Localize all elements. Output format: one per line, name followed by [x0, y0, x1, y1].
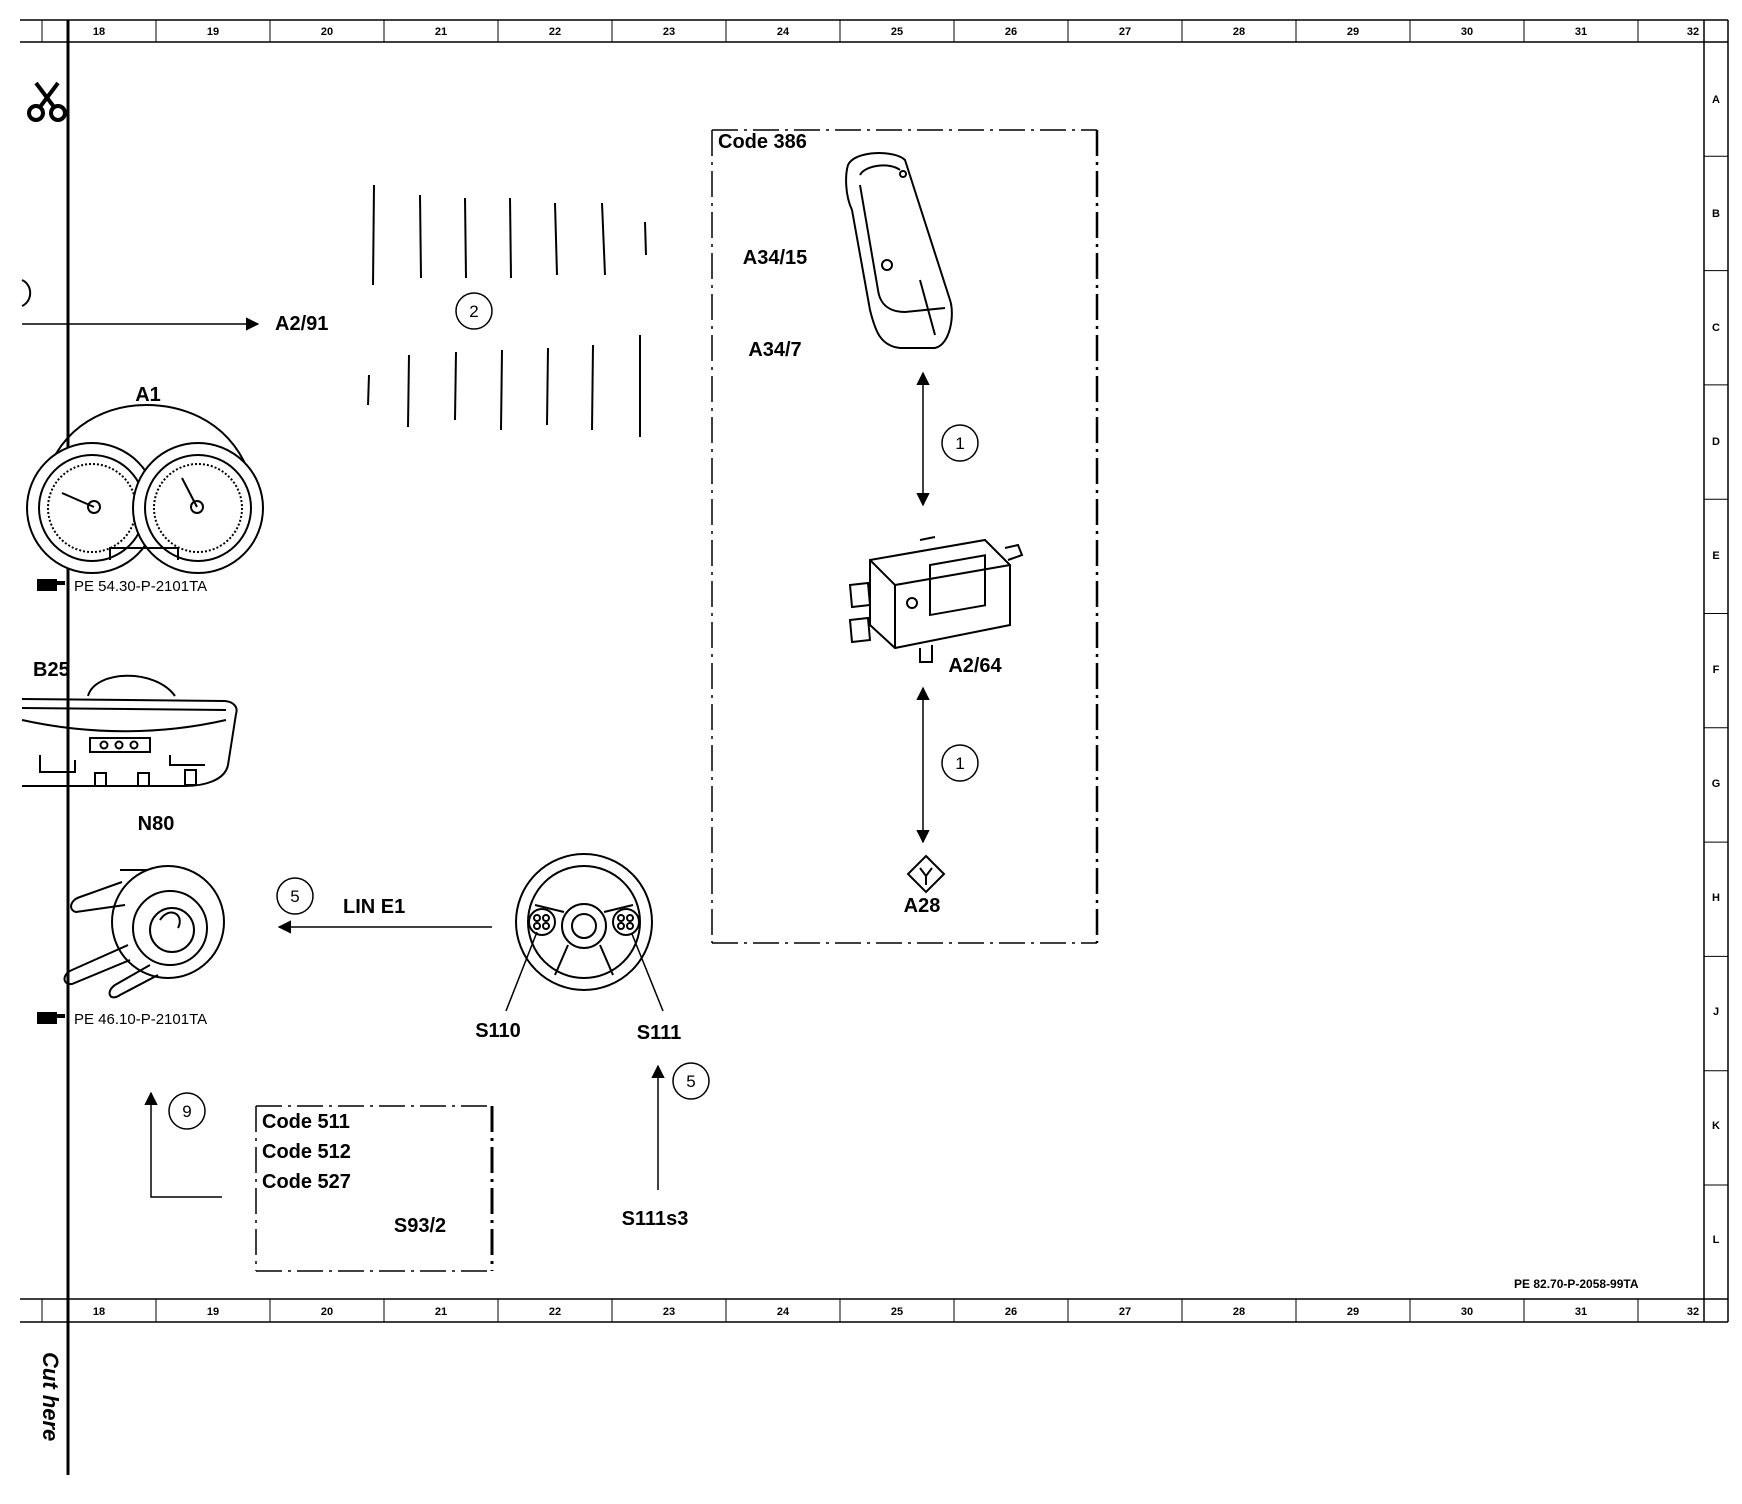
row-label: F [1713, 664, 1720, 676]
column-labels-bottom: 18 19 20 21 22 23 24 25 26 27 28 29 30 3… [93, 1306, 1699, 1318]
circle-label-9: 9 [182, 1102, 191, 1121]
col-label: 23 [663, 1306, 675, 1318]
control-unit-a264 [848, 536, 1024, 663]
circle-label-5: 5 [290, 887, 299, 906]
col-label: 25 [891, 1306, 903, 1318]
cut-here-label: Cut here [38, 1352, 63, 1441]
col-label: 25 [891, 26, 903, 38]
row-label: K [1712, 1120, 1720, 1132]
col-label: 20 [321, 1306, 333, 1318]
label-a3415: A34/15 [743, 247, 808, 269]
phone-cradle-a3415 [845, 152, 953, 349]
label-a1: A1 [135, 384, 161, 406]
label-s110: S110 [475, 1020, 521, 1042]
col-label: 32 [1687, 26, 1699, 38]
row-labels: A B C D E F G H J K L [1712, 94, 1721, 1246]
col-label: 22 [549, 1306, 561, 1318]
grid-ticks [155, 20, 1728, 1322]
col-label: 22 [549, 26, 561, 38]
label-a28: A28 [904, 895, 941, 917]
row-label: A [1712, 94, 1720, 106]
col-label: 31 [1575, 26, 1587, 38]
col-label: 24 [777, 26, 790, 38]
column-labels-top: 18 19 20 21 22 23 24 25 26 27 28 29 30 3… [93, 26, 1699, 38]
leader-s111 [631, 933, 664, 1012]
col-label: 29 [1347, 1306, 1359, 1318]
code-527: Code 527 [262, 1171, 351, 1193]
row-label: G [1712, 778, 1721, 790]
steering-wheel [515, 853, 653, 991]
optional-box-code-386 [711, 129, 1099, 944]
scissors-icon [27, 81, 67, 122]
circle-marker-1 [941, 424, 979, 462]
col-label: 30 [1461, 26, 1473, 38]
circle-label-1: 1 [955, 754, 964, 773]
code-386: Code 386 [718, 131, 807, 153]
col-label: 21 [435, 26, 447, 38]
label-s111: S111 [637, 1022, 682, 1044]
hand-pointer-icon [37, 579, 65, 591]
label-a347: A34/7 [748, 339, 801, 361]
col-label: 30 [1461, 1306, 1473, 1318]
drawing-frame [20, 19, 1729, 1475]
row-label: B [1712, 208, 1720, 220]
leader-s110 [505, 931, 538, 1012]
col-label: 27 [1119, 26, 1131, 38]
label-b25: B25 [33, 659, 70, 681]
col-label: 23 [663, 26, 675, 38]
label-lin: LIN E1 [343, 896, 405, 918]
col-label: 28 [1233, 1306, 1245, 1318]
label-s111s3: S111s3 [622, 1208, 689, 1230]
col-label: 32 [1687, 1306, 1699, 1318]
label-n80: N80 [138, 813, 175, 835]
instrument-cluster-a1 [26, 403, 264, 574]
col-label: 19 [207, 26, 219, 38]
antenna-a28 [906, 854, 946, 894]
row-label: C [1712, 322, 1720, 334]
code-511: Code 511 [262, 1111, 350, 1133]
hand-pointer-icon [37, 1012, 65, 1024]
partial-circle [21, 279, 32, 307]
ref-n80: PE 46.10-P-2101TA [74, 1011, 207, 1028]
data-bus-bundle [367, 184, 647, 437]
col-label: 27 [1119, 1306, 1131, 1318]
col-label: 21 [435, 1306, 447, 1318]
label-a291: A2/91 [275, 313, 328, 335]
row-label: D [1712, 436, 1720, 448]
doc-ref: PE 82.70-P-2058-99TA [1514, 1277, 1639, 1291]
circle-label-1: 1 [955, 434, 964, 453]
col-label: 20 [321, 26, 333, 38]
circle-marker-5 [276, 877, 314, 915]
circle-marker-1 [941, 744, 979, 782]
col-label: 18 [93, 1306, 105, 1318]
arrow-9 [144, 1091, 222, 1198]
optional-box-s932 [255, 1105, 494, 1272]
col-label: 26 [1005, 26, 1017, 38]
circle-label-2: 2 [469, 302, 478, 321]
label-a264: A2/64 [948, 655, 1002, 677]
col-label: 29 [1347, 26, 1359, 38]
circle-marker-2 [455, 292, 493, 330]
col-label: 24 [777, 1306, 790, 1318]
ref-a1: PE 54.30-P-2101TA [74, 578, 207, 595]
row-label: E [1712, 550, 1719, 562]
circle-label-5: 5 [686, 1072, 695, 1091]
circle-marker-9 [168, 1092, 206, 1130]
mirror-b25 [21, 674, 238, 787]
code-512: Code 512 [262, 1141, 351, 1163]
col-label: 18 [93, 26, 105, 38]
col-label: 26 [1005, 1306, 1017, 1318]
row-label: L [1713, 1234, 1720, 1246]
row-label: J [1713, 1006, 1719, 1018]
col-label: 31 [1575, 1306, 1587, 1318]
row-label: H [1712, 892, 1720, 904]
circle-marker-5 [672, 1062, 710, 1100]
steering-column-module-n80 [63, 865, 225, 999]
col-label: 19 [207, 1306, 219, 1318]
col-label: 28 [1233, 26, 1245, 38]
label-s932: S93/2 [394, 1215, 446, 1237]
